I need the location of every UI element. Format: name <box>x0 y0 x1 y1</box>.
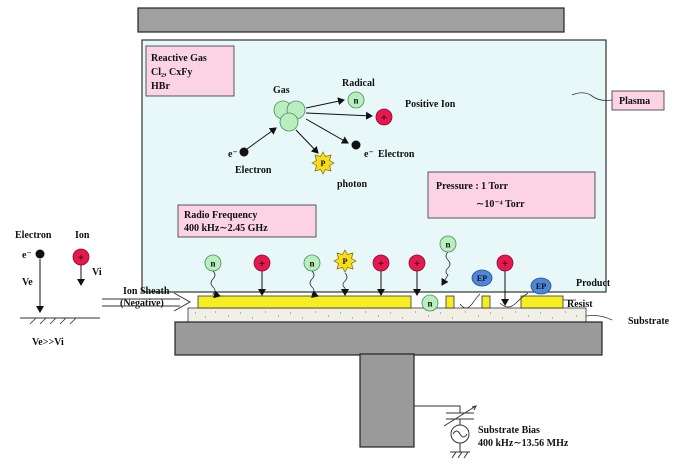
electron-in-symbol: e⁻ <box>228 149 238 160</box>
ion-sheath-sign: (Negative) <box>120 298 164 309</box>
legend-electron-label: Electron <box>15 230 52 241</box>
sheath-ion-1: + <box>253 254 271 296</box>
resist-block-1 <box>197 295 412 309</box>
sheath-neutral-2: n <box>303 254 321 298</box>
gas-to-radical-arrow <box>305 97 345 109</box>
sheath-ion-3: + <box>408 254 426 296</box>
substrate-texture <box>195 311 577 319</box>
lower-electrode <box>174 321 603 356</box>
etch-product-1: EP <box>459 269 493 309</box>
pressure-box: Pressure : 1 Torr ∼10⁻⁴ Torr <box>427 171 596 219</box>
reactive-gas-hbr: HBr <box>151 81 170 92</box>
pressure-line1: Pressure : 1 Torr <box>436 181 509 192</box>
legend-electron-dot <box>35 249 45 259</box>
positive-ion-symbol: + <box>381 112 387 124</box>
photon-burst <box>311 151 335 175</box>
svg-text:n: n <box>309 259 314 269</box>
svg-text:+: + <box>259 258 265 270</box>
electrode-stem <box>359 353 415 448</box>
plasma-leader-line <box>571 92 613 101</box>
electron-to-gas-arrow <box>246 127 277 150</box>
radical-symbol: n <box>353 96 358 106</box>
svg-text:P: P <box>343 257 348 266</box>
reactive-gas-species: Cl₂, CxFy <box>151 67 192 78</box>
positive-ion-particle <box>375 108 393 126</box>
svg-text:EP: EP <box>536 282 546 291</box>
electron-out-dot <box>351 140 361 150</box>
radical-label: Radical <box>342 78 375 89</box>
plasma-label: Plasma <box>619 96 650 107</box>
ion-sheath-arrow <box>102 292 192 312</box>
svg-text:+: + <box>502 258 508 270</box>
radio-frequency-line2: 400 kHz∼2.45 GHz <box>184 223 268 234</box>
substrate-layer <box>187 307 587 323</box>
sheath-neutral-1: n <box>204 254 222 299</box>
radical-particle <box>347 91 365 109</box>
photon-symbol: P <box>321 159 326 168</box>
substrate-label: Substrate <box>628 316 670 327</box>
legend-ve-label: Ve <box>22 277 33 288</box>
svg-text:+: + <box>378 258 384 270</box>
electron-out-symbol: e⁻ <box>364 149 374 160</box>
reactive-gas-box: Reactive Gas Cl₂, CxFy HBr <box>145 45 235 97</box>
gas-to-ion-arrow <box>305 111 373 120</box>
sheath-ion-2: + <box>372 254 390 296</box>
substrate-bias-frequency: 400 kHz∼13.56 MHz <box>478 438 569 449</box>
positive-ion-label: Positive Ion <box>405 99 456 110</box>
radio-frequency-line1: Radio Frequency <box>184 210 257 221</box>
reactive-gas-title: Reactive Gas <box>151 53 207 64</box>
substrate-bias-label: Substrate Bias <box>478 425 540 436</box>
gas-to-photon-arrow <box>295 129 319 154</box>
ion-sheath-label: Ion Sheath <box>123 286 170 297</box>
svg-text:n: n <box>210 259 215 269</box>
electron-in-dot <box>239 147 249 157</box>
pressure-line2: ∼10⁻⁴ Torr <box>476 199 525 210</box>
gas-to-electron-arrow <box>305 118 349 144</box>
photon-label: photon <box>337 179 367 190</box>
resist-block-3 <box>481 295 491 309</box>
resist-label: Resist <box>567 299 593 310</box>
radio-frequency-box: Radio Frequency 400 kHz∼2.45 GHz <box>177 204 317 238</box>
legend-ion-label: Ion <box>75 230 90 241</box>
resist-block-4 <box>520 295 564 309</box>
svg-text:EP: EP <box>477 274 487 283</box>
sheath-ion-4: + <box>496 254 514 306</box>
legend-ion-symbol: + <box>78 252 84 264</box>
substrate-leader-line <box>585 315 613 321</box>
svg-text:+: + <box>414 258 420 270</box>
gas-molecule <box>273 100 306 132</box>
etch-product-2: EP <box>499 277 552 308</box>
electron-in-label: Electron <box>235 165 272 176</box>
svg-text:n: n <box>427 299 432 309</box>
legend-e-symbol: e⁻ <box>22 250 32 261</box>
legend-relation: Ve>>Vi <box>32 337 64 348</box>
legend-vi-label: Vi <box>92 267 102 278</box>
legend-ground-hatch <box>29 317 77 325</box>
product-label: Product <box>576 278 611 289</box>
resist-block-2 <box>445 295 455 309</box>
sheath-photon: P <box>333 249 357 296</box>
sheath-neutral-3: n <box>439 235 457 286</box>
electron-out-label: Electron <box>378 149 415 160</box>
svg-text:n: n <box>445 240 450 250</box>
plasma-box <box>611 90 665 111</box>
velocity-legend: Electron Ion e⁻ Ve + Vi Ve>>Vi <box>15 230 102 348</box>
trench-neutral: n <box>421 294 439 312</box>
substrate-bias-circuit <box>414 405 477 459</box>
gas-label: Gas <box>273 85 290 96</box>
top-electrode <box>137 7 565 33</box>
